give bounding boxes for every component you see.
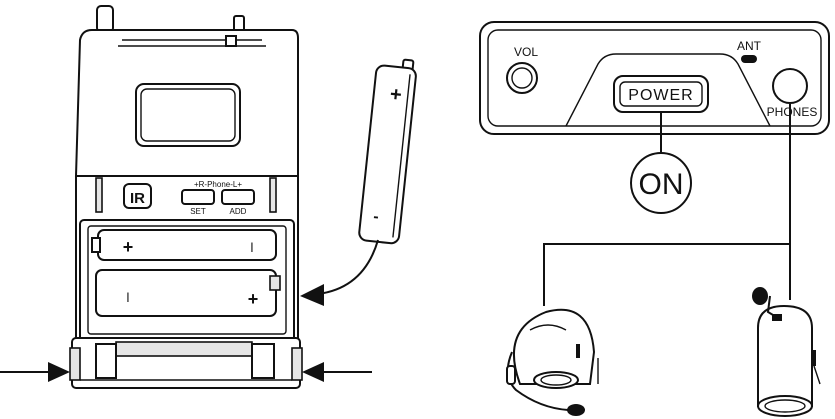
aa-battery-plus: + bbox=[389, 83, 403, 106]
headset-headband-mic bbox=[506, 308, 599, 416]
aa-battery: + - bbox=[358, 58, 417, 245]
lavalier-mic bbox=[752, 287, 821, 417]
battery-cell-top: + l bbox=[91, 229, 277, 261]
aa-battery-minus: - bbox=[372, 208, 379, 225]
add-label: ADD bbox=[230, 207, 247, 216]
vol-label: VOL bbox=[514, 45, 538, 59]
phones-label: PHONES bbox=[767, 105, 818, 119]
phones-jack[interactable] bbox=[772, 68, 808, 104]
latch-right[interactable] bbox=[291, 347, 303, 381]
add-button[interactable] bbox=[221, 189, 255, 205]
cell-top-minus: l bbox=[251, 240, 254, 255]
display-window bbox=[135, 83, 241, 147]
antenna-left bbox=[96, 5, 114, 33]
on-callout bbox=[630, 152, 692, 214]
ir-label: IR bbox=[130, 190, 145, 207]
phone-label: +R-Phone-L+ bbox=[194, 180, 242, 189]
cell-bottom-plus: + bbox=[248, 289, 259, 309]
power-label: POWER bbox=[628, 87, 693, 104]
cell-bottom-minus: l bbox=[127, 290, 130, 305]
set-button[interactable] bbox=[181, 189, 215, 205]
battery-cell-bottom: l + bbox=[95, 269, 281, 317]
receiver-unit: IR +R-Phone-L+ SET ADD + l l + bbox=[0, 5, 372, 389]
ant-indicator bbox=[741, 55, 757, 63]
cell-top-plus: + bbox=[123, 237, 134, 257]
headset-mic-capsule bbox=[567, 404, 585, 416]
control-panel: VOL ANT POWER PHONES bbox=[479, 21, 830, 135]
set-label: SET bbox=[190, 207, 206, 216]
latch-left[interactable] bbox=[69, 347, 81, 381]
ant-label: ANT bbox=[737, 39, 762, 53]
insert-arrow bbox=[317, 239, 379, 295]
on-label: ON bbox=[639, 168, 684, 201]
headphone-cable bbox=[543, 104, 791, 306]
ir-badge bbox=[123, 183, 152, 209]
lavalier-mic-head bbox=[752, 287, 768, 305]
clip-notch bbox=[225, 35, 237, 47]
